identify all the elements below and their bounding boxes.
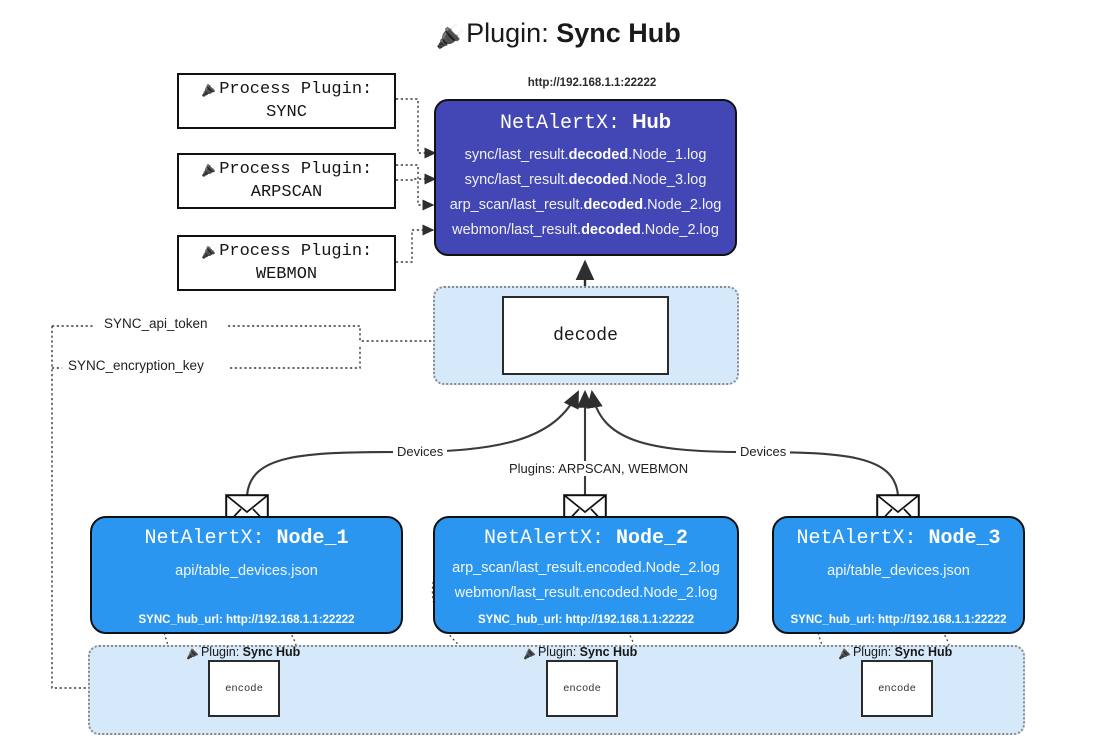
node-hub-url: SYNC_hub_url: http://192.168.1.1:22222 (790, 614, 1007, 626)
sync-encryption-key-label: SYNC_encryption_key (64, 358, 208, 373)
node-log-line: webmon/last_result.encoded.Node_2.log (454, 585, 718, 601)
node-hub-url: SYNC_hub_url: http://192.168.1.1:22222 (477, 614, 695, 626)
edge-label-devices-right: Devices (736, 444, 791, 459)
hub-title-name: Hub (632, 111, 671, 133)
plug-icon: 🔌 (200, 245, 219, 261)
hub-node[interactable]: NetAlertX: Hub sync/last_result.decoded.… (434, 99, 737, 256)
process-plugin-name: WEBMON (255, 264, 318, 284)
encode-box-1[interactable]: encode (208, 660, 280, 717)
page-title: 🔌Plugin: Sync Hub (0, 18, 1117, 50)
process-plugin-arpscan[interactable]: 🔌Process Plugin: ARPSCAN (177, 153, 396, 209)
node-3[interactable]: NetAlertX: Node_3 api/table_devices.json… (772, 516, 1025, 634)
process-plugin-label: Process Plugin: (219, 80, 373, 99)
hub-log-line: arp_scan/last_result.decoded.Node_2.log (449, 197, 722, 213)
process-plugin-sync[interactable]: 🔌Process Plugin: SYNC (177, 73, 396, 129)
plug-icon: 🔌 (200, 83, 219, 99)
node-1[interactable]: NetAlertX: Node_1 api/table_devices.json… (90, 516, 403, 634)
node-title: NetAlertX: Node_1 (92, 527, 401, 550)
plug-icon: 🔌 (838, 646, 853, 660)
process-plugin-label: Process Plugin: (219, 160, 373, 179)
plug-icon: 🔌 (186, 646, 201, 660)
hub-title-prefix: NetAlertX: (500, 112, 633, 135)
page-title-prefix: Plugin: (466, 18, 557, 48)
edge-label-plugins: Plugins: ARPSCAN, WEBMON (505, 461, 693, 476)
node-log-line: api/table_devices.json (175, 563, 318, 579)
encode-plugin-label-1: 🔌Plugin: Sync Hub (186, 645, 301, 660)
decode-box[interactable]: decode (502, 296, 669, 375)
encode-plugin-label-2: 🔌Plugin: Sync Hub (523, 645, 638, 660)
node-hub-url: SYNC_hub_url: http://192.168.1.1:22222 (138, 614, 355, 626)
sync-api-token-label: SYNC_api_token (100, 316, 212, 331)
process-plugin-name: ARPSCAN (250, 182, 323, 202)
plug-icon: 🔌 (200, 163, 219, 179)
process-plugin-name: SYNC (266, 102, 307, 122)
edge-label-devices-left: Devices (393, 444, 448, 459)
hub-title: NetAlertX: Hub (436, 111, 735, 135)
node-title-prefix: NetAlertX: (483, 527, 616, 550)
plug-icon: 🔌 (436, 23, 467, 50)
node-title-name: Node_3 (928, 527, 1001, 550)
encode-box-2[interactable]: encode (546, 660, 618, 717)
page-title-name: Sync Hub (556, 18, 681, 48)
plug-icon: 🔌 (523, 646, 538, 660)
node-title-prefix: NetAlertX: (796, 527, 929, 550)
hub-log-line: webmon/last_result.decoded.Node_2.log (452, 222, 719, 238)
process-plugin-webmon[interactable]: 🔌Process Plugin: WEBMON (177, 235, 396, 291)
encode-box-3[interactable]: encode (861, 660, 933, 717)
hub-log-line: sync/last_result.decoded.Node_1.log (464, 147, 707, 163)
node-title-name: Node_1 (276, 527, 349, 550)
hub-log-line: sync/last_result.decoded.Node_3.log (464, 172, 707, 188)
node-log-line: arp_scan/last_result.encoded.Node_2.log (452, 560, 720, 576)
encode-plugin-label-3: 🔌Plugin: Sync Hub (838, 645, 953, 660)
process-plugin-label: Process Plugin: (219, 242, 373, 261)
node-title-prefix: NetAlertX: (144, 527, 277, 550)
node-title: NetAlertX: Node_2 (435, 527, 737, 550)
node-log-line: api/table_devices.json (827, 563, 970, 579)
hub-url-label: http://192.168.1.1:22222 (527, 77, 657, 89)
node-title: NetAlertX: Node_3 (774, 527, 1023, 550)
node-2[interactable]: NetAlertX: Node_2 arp_scan/last_result.e… (433, 516, 739, 634)
node-title-name: Node_2 (616, 527, 689, 550)
